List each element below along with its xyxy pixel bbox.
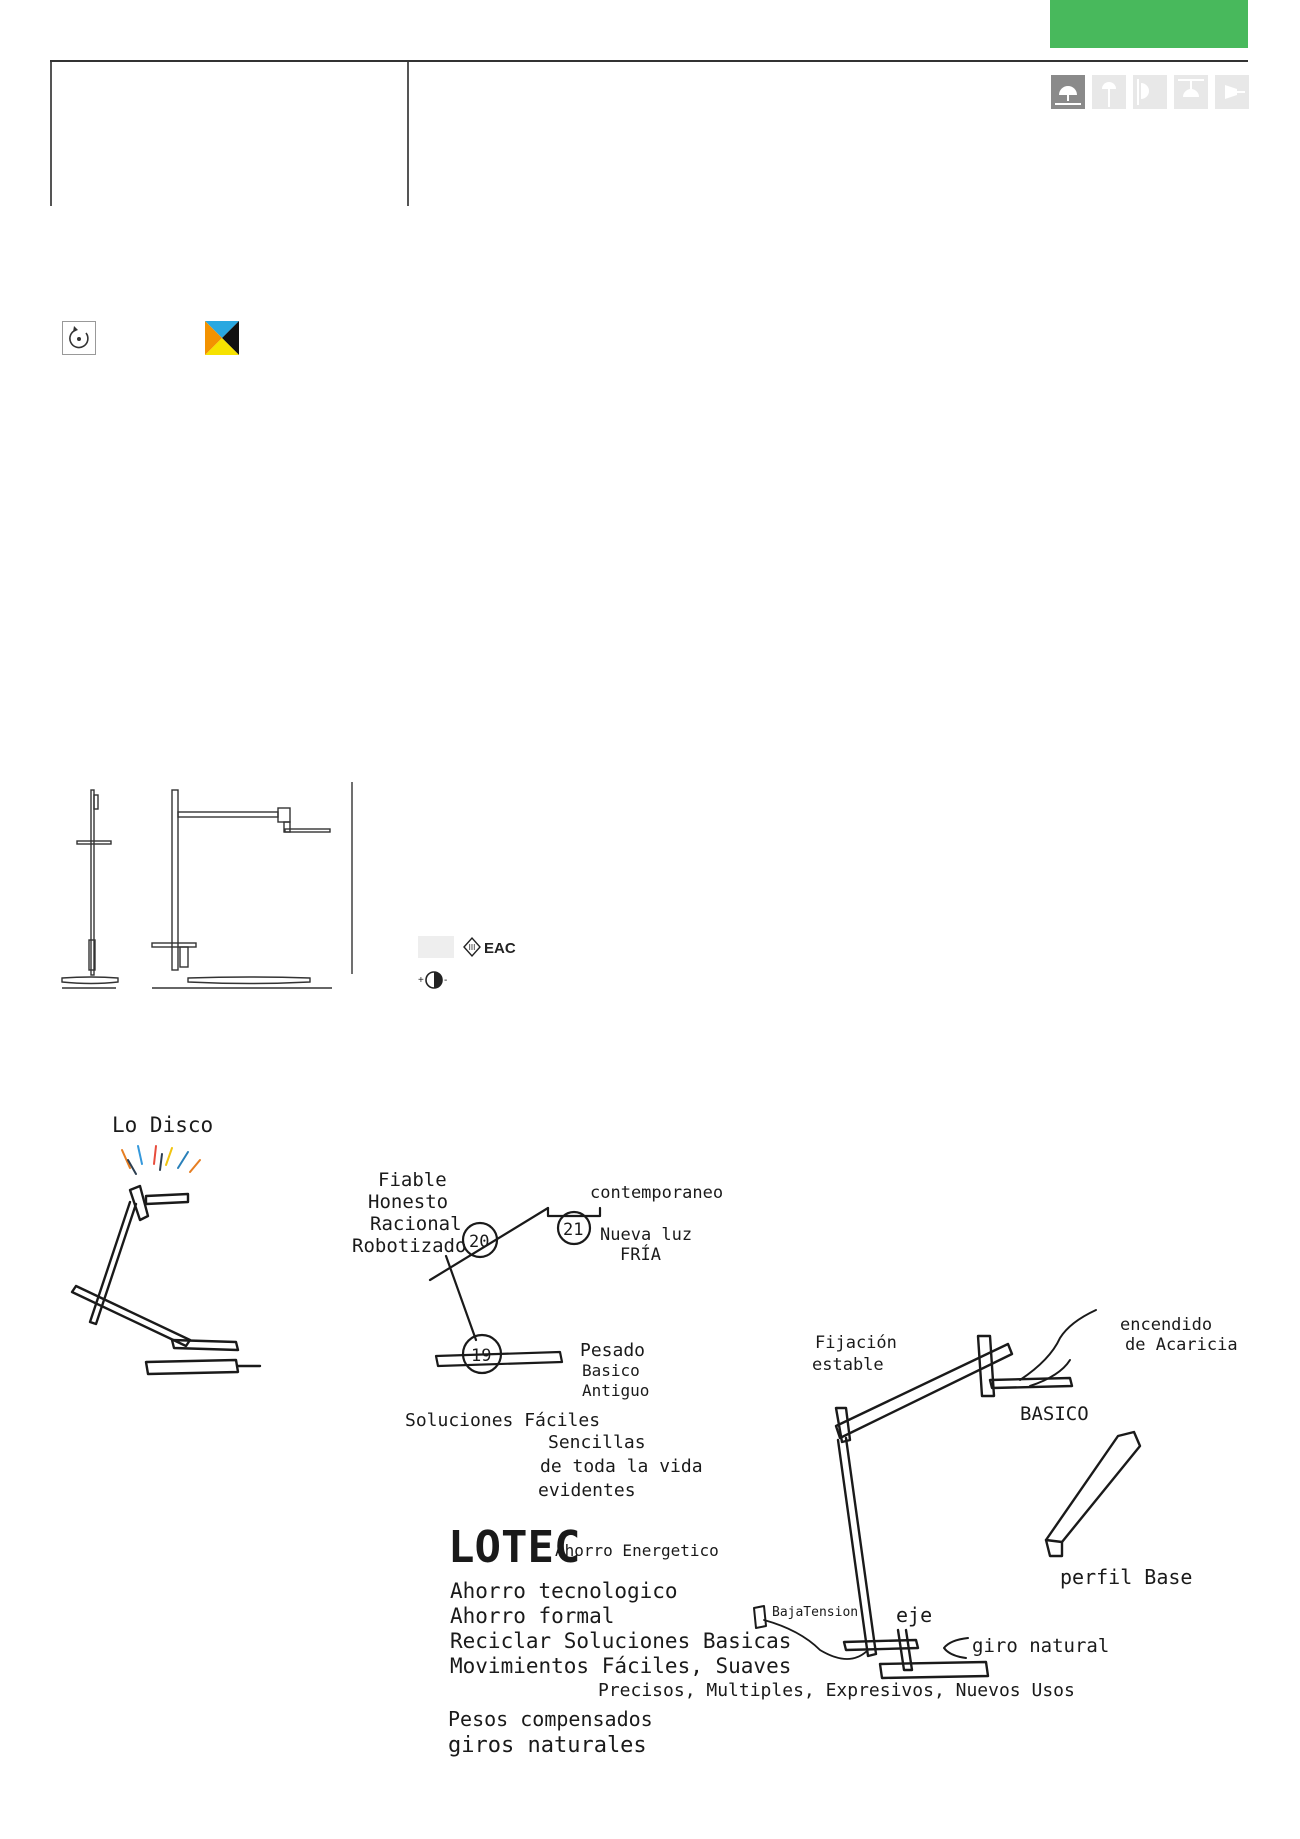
certification-marks: III EAC: [418, 936, 516, 958]
number-19: 19: [471, 1346, 491, 1366]
word-de-acaricia: de Acaricia: [1125, 1335, 1238, 1355]
lotec-line-5: Precisos, Multiples, Expresivos, Nuevos …: [598, 1680, 1075, 1701]
lotec-ahorro-energetico: Ahorro Energetico: [555, 1541, 719, 1560]
word-baja-tension: BajaTension: [772, 1605, 858, 1620]
lotec-line-6: Pesos compensados: [448, 1707, 653, 1731]
soluciones-faciles: Soluciones Fáciles: [405, 1410, 600, 1431]
table-lamp-icon[interactable]: [1051, 75, 1085, 109]
eac-mark: EAC: [484, 940, 516, 957]
word-encendido: encendido: [1120, 1315, 1212, 1335]
word-fria: FRÍA: [620, 1243, 661, 1265]
number-20: 20: [469, 1232, 489, 1252]
word-contemporaneo: contemporaneo: [590, 1183, 723, 1203]
word-giro-natural: giro natural: [972, 1635, 1109, 1657]
lotec-lamp-sketch: Fijación estable encendido de Acaricia B…: [753, 1309, 1238, 1680]
lodisco-sketch: Lo Disco: [70, 1113, 262, 1376]
lotec-line-1: Ahorro tecnologico: [450, 1579, 678, 1603]
word-fiable: Fiable: [378, 1169, 447, 1191]
word-robotizado: Robotizado: [352, 1235, 466, 1257]
word-de-toda-la-vida: de toda la vida: [540, 1456, 703, 1477]
lotec-line-2: Ahorro formal: [450, 1604, 614, 1628]
svg-text:+: +: [418, 975, 424, 986]
lotec-title: LOTEC: [448, 1522, 580, 1573]
side-view-drawing: [61, 789, 119, 989]
word-antiguo: Antiguo: [582, 1381, 649, 1400]
wall-lamp-icon[interactable]: [1133, 75, 1167, 109]
word-perfil-base: perfil Base: [1060, 1565, 1192, 1589]
number-21: 21: [563, 1220, 583, 1240]
lotec-block: LOTEC Ahorro Energetico Ahorro tecnologi…: [448, 1522, 1075, 1758]
design-sketch: Lo Disco Fiable Honesto Racional Robotiz…: [70, 1113, 1238, 1758]
word-basico: Basico: [582, 1361, 640, 1380]
word-fijacion: Fijación: [815, 1333, 897, 1353]
floor-lamp-icon[interactable]: [1092, 75, 1126, 109]
column-divider-mid: [407, 62, 409, 206]
technical-drawing: [61, 782, 353, 989]
lotec-line-4: Movimientos Fáciles, Suaves: [450, 1654, 791, 1678]
lotec-line-7: giros naturales: [448, 1733, 647, 1758]
word-honesto: Honesto: [368, 1191, 448, 1213]
word-eje: eje: [896, 1603, 932, 1627]
rotate-icon: [62, 321, 96, 355]
spot-lamp-icon[interactable]: [1215, 75, 1249, 109]
dimmable-icon: + -: [418, 971, 447, 989]
word-sencillas: Sencillas: [548, 1432, 646, 1453]
lotec-line-3: Reciclar Soluciones Basicas: [450, 1629, 791, 1653]
protection-class-label: III: [469, 943, 476, 952]
word-nueva-luz: Nueva luz: [600, 1225, 692, 1245]
word-basico-large: BASICO: [1020, 1403, 1089, 1425]
word-pesado: Pesado: [580, 1340, 645, 1361]
concept-diagram: Fiable Honesto Racional Robotizado 20 21…: [352, 1169, 723, 1501]
word-evidentes: evidentes: [538, 1480, 636, 1501]
ceiling-lamp-icon[interactable]: [1174, 75, 1208, 109]
brand-accent-tab: [1050, 0, 1248, 48]
color-temperature-icon: [205, 321, 239, 355]
column-divider-left: [50, 62, 52, 206]
header-rule: [50, 60, 1248, 62]
word-estable: estable: [812, 1355, 884, 1375]
front-view-drawing: [151, 782, 353, 989]
lamp-type-pictograms: [1051, 75, 1249, 109]
svg-text:-: -: [444, 975, 447, 986]
lodisco-title: Lo Disco: [112, 1113, 213, 1137]
word-racional: Racional: [370, 1213, 462, 1235]
